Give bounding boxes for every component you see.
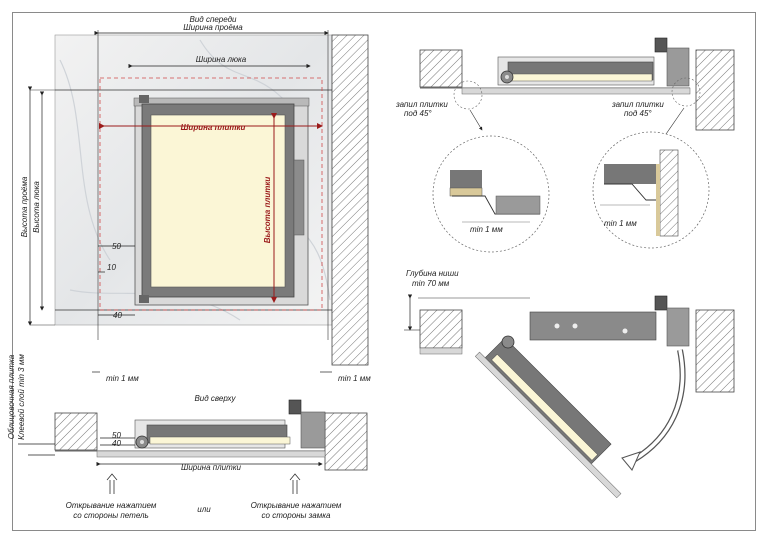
tile-outline-dashed [99,77,323,311]
detail-circle-right [592,131,710,249]
detail-right-min: min 1 мм [604,219,637,228]
opening-height-label: Высота проёма [20,176,29,237]
dim-10-front: 10 [107,263,116,272]
detail-circle-left [432,135,550,253]
dim-50-top: 50 [112,431,121,440]
open-view [404,294,735,499]
facing-tile-label: Облицовочная плитка [7,354,16,439]
section-view [419,37,735,253]
bevel-left-line2: под 45° [404,109,432,118]
top-view-title: Вид сверху [194,394,236,403]
tile-panel [150,114,286,288]
bevel-left-line1: запил плитки [395,100,448,109]
open-lock-line2: со стороны замка [262,511,331,520]
open-hinge-line1: Открывание нажатием [66,501,157,510]
or-label: или [197,505,211,514]
top-tile-width-label: Ширина плитки [181,463,242,472]
niche-depth-line1: Глубина ниши [406,269,459,278]
front-view-title: Вид спереди [190,15,238,24]
hatch-height-label: Высота люка [32,181,41,233]
detail-left-min: min 1 мм [470,225,503,234]
min-right-label: min 1 мм [338,374,371,383]
opening-width-label: Ширина проёма [183,23,243,32]
open-hinge-line2: со стороны петель [73,511,148,520]
glue-layer-label: Клеевой слой min 3 мм [17,354,26,440]
open-lock-line1: Открывание нажатием [251,501,342,510]
top-view [18,399,368,494]
tile-height-label: Высота плитки [263,177,272,244]
bevel-right-line1: запил плитки [611,100,664,109]
drawing-frame [12,12,756,531]
hatch-width-label: Ширина люка [196,55,247,64]
niche-depth-line2: min 70 мм [412,279,450,288]
dim-40-top: 40 [112,439,121,448]
front-view [30,30,369,366]
tile-width-label: Ширина плитки [181,123,246,132]
lock-block [293,159,305,236]
front-dimensions [27,30,332,373]
right-wall-hatch [331,34,369,366]
dim-50-front: 50 [112,242,121,251]
dim-40-front: 40 [113,311,122,320]
bevel-right-line2: под 45° [624,109,652,118]
min-left-label: min 1 мм [106,374,139,383]
